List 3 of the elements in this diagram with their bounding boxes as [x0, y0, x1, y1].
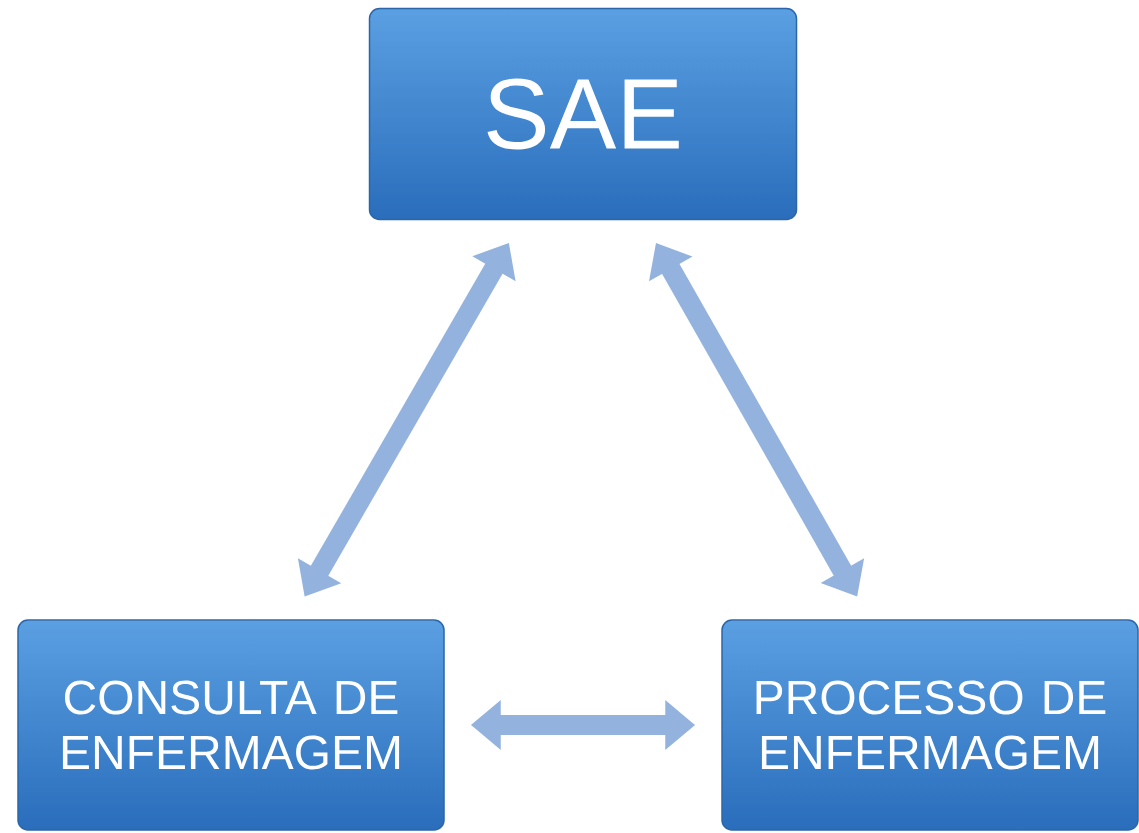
process-box: PROCESSO DE ENFERMAGEM [721, 619, 1139, 831]
process-box: CONSULTA DE ENFERMAGEM [17, 619, 445, 831]
process-box: SAE [368, 7, 798, 221]
